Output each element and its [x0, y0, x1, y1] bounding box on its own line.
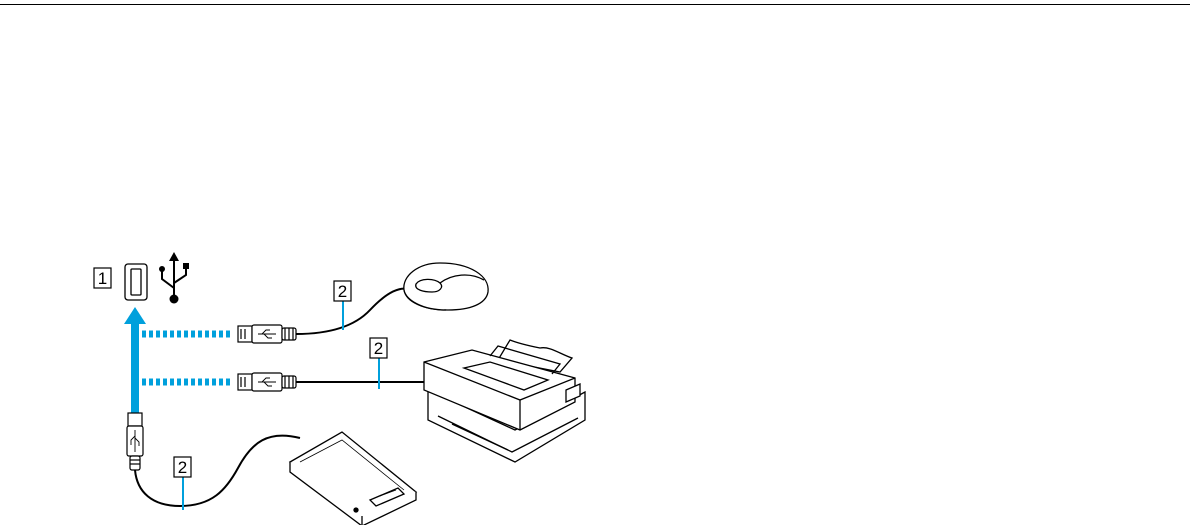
callout-mouse-cable: 2 [334, 281, 351, 330]
callout-label-usb-port: 1 [98, 269, 107, 288]
callout-label-printer-cable: 2 [374, 339, 383, 358]
mouse-cable [296, 289, 408, 334]
usb-trident-icon [159, 252, 189, 304]
callout-drive-cable: 2 [174, 457, 191, 510]
callout-label-mouse-cable: 2 [338, 282, 347, 301]
drive-usb-plug [127, 413, 143, 470]
drive-cable [135, 436, 300, 506]
insertion-arrow [124, 307, 146, 414]
printer-illustration [424, 340, 585, 462]
mouse-usb-plug [238, 325, 296, 343]
floppy-drive-illustration [290, 432, 416, 525]
usb-port-icon [125, 264, 147, 300]
printer-usb-plug [238, 373, 296, 391]
mouse-illustration [404, 263, 488, 310]
callout-label-drive-cable: 2 [178, 458, 187, 477]
callout-usb-port: 1 [94, 268, 111, 288]
